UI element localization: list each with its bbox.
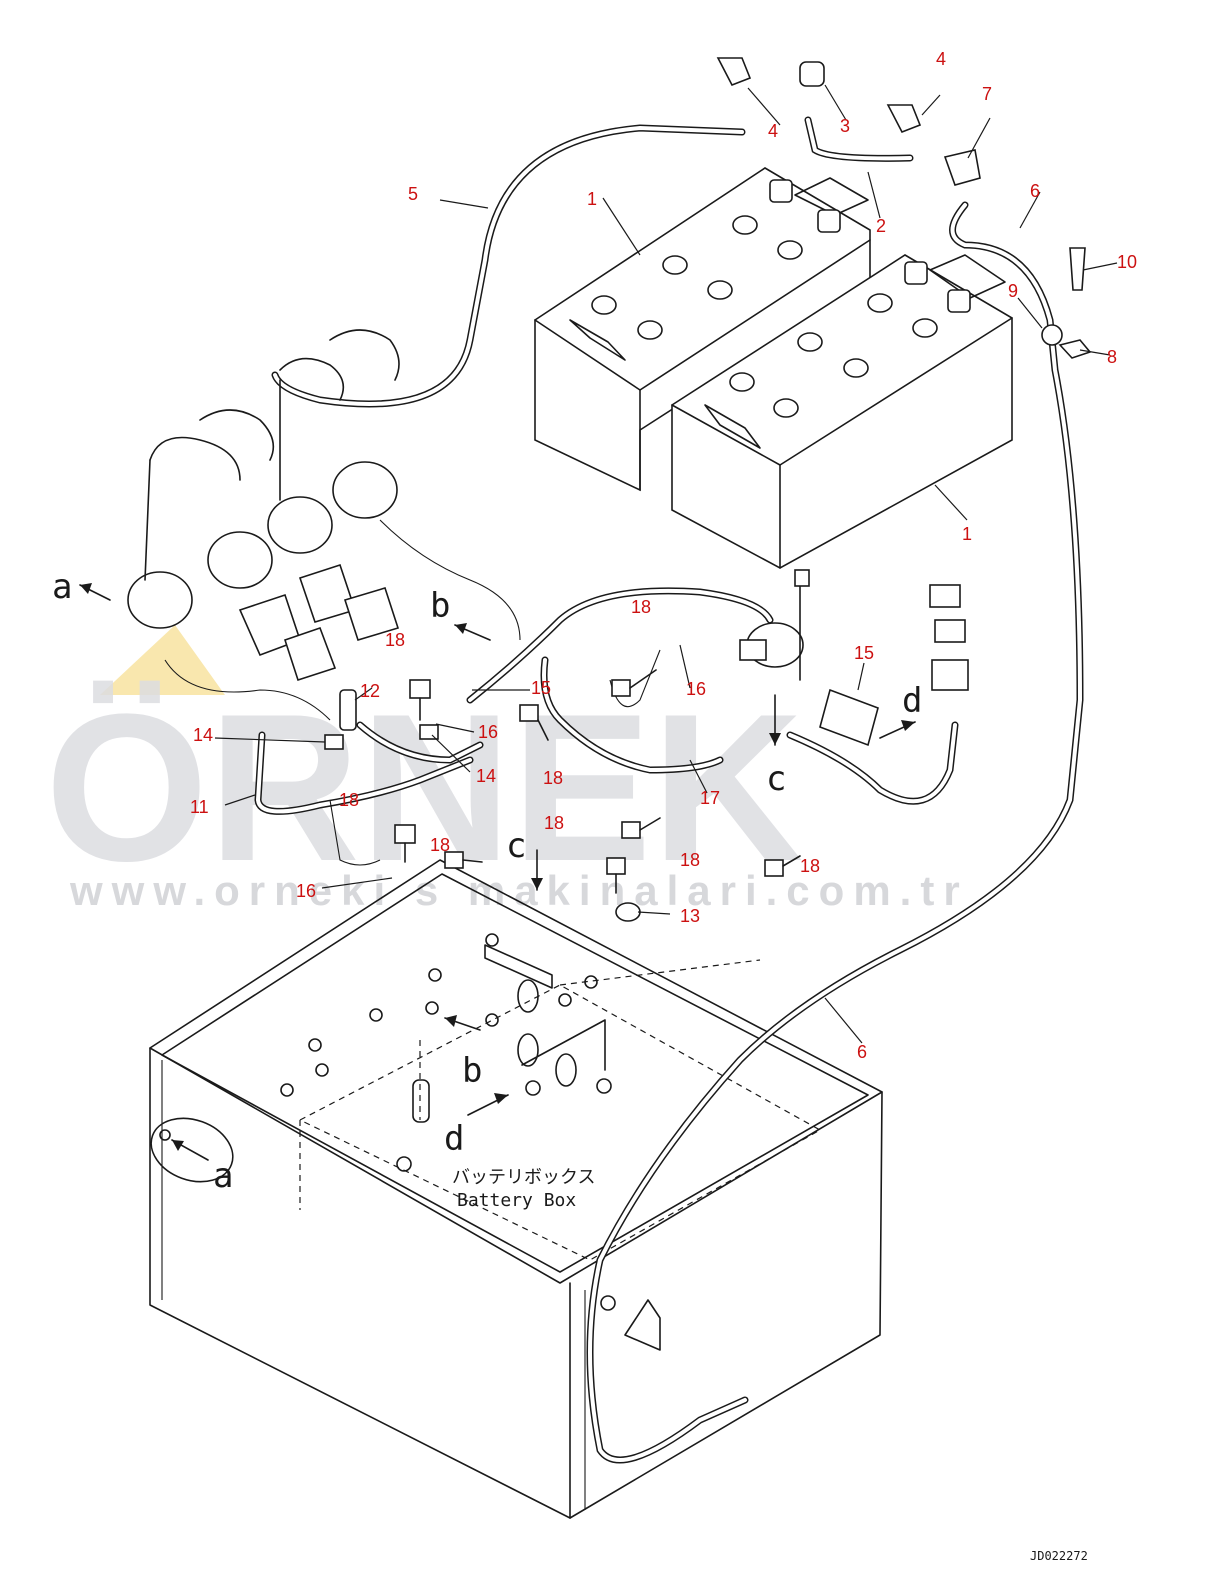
callout-14: 14 — [193, 725, 213, 745]
callout-4: 4 — [768, 121, 778, 141]
watermark: ÖRNEK www.orneki s makinalari.com.tr — [45, 625, 969, 914]
callout-9: 9 — [1008, 281, 1018, 301]
callout-3: 3 — [840, 116, 850, 136]
callout-10: 10 — [1117, 252, 1137, 272]
callout-16-c: 16 — [296, 881, 316, 901]
battery-box — [149, 859, 883, 1519]
callout-16-b: 16 — [686, 679, 706, 699]
battery-terminals — [769, 179, 971, 313]
view-mark-a-2: a — [213, 1156, 233, 1196]
view-mark-d-2: d — [444, 1119, 464, 1159]
callout-15-b: 15 — [854, 643, 874, 663]
view-mark-c: c — [766, 759, 786, 799]
callout-5: 5 — [408, 184, 418, 204]
battery-front — [671, 254, 1013, 569]
callout-17: 17 — [700, 788, 720, 808]
callout-18-f: 18 — [544, 813, 564, 833]
watermark-url: www.orneki s makinalari.com.tr — [69, 867, 969, 914]
view-mark-d: d — [902, 681, 922, 721]
callouts: 1 1 2 3 4 4 5 6 6 7 8 9 10 11 12 13 14 1… — [190, 49, 1137, 1062]
callout-18-e: 18 — [430, 835, 450, 855]
callout-18-b: 18 — [631, 597, 651, 617]
callout-13: 13 — [680, 906, 700, 926]
callout-11: 11 — [190, 797, 209, 817]
callout-18-d: 18 — [339, 790, 359, 810]
small-parts — [324, 57, 1092, 922]
view-mark-b: b — [430, 586, 450, 626]
callout-18-c: 18 — [543, 768, 563, 788]
callout-6: 6 — [1030, 181, 1040, 201]
relays — [127, 329, 400, 682]
drawing-code: JD022272 — [1030, 1549, 1088, 1563]
callout-15: 15 — [531, 678, 551, 698]
callout-4-b: 4 — [936, 49, 946, 69]
callout-7: 7 — [982, 84, 992, 104]
view-mark-c-2: c — [506, 826, 526, 866]
callout-16: 16 — [478, 722, 498, 742]
callout-12: 12 — [360, 681, 380, 701]
view-mark-a: a — [52, 567, 72, 607]
cables — [164, 116, 1084, 1464]
caption-japanese: バッテリボックス — [452, 1167, 595, 1188]
callout-2: 2 — [876, 216, 886, 236]
callout-1-b: 1 — [962, 524, 972, 544]
watermark-brand: ÖRNEK — [45, 670, 803, 905]
callout-18-g: 18 — [680, 850, 700, 870]
caption-english: Battery Box — [457, 1190, 576, 1211]
callout-18-a: 18 — [385, 630, 405, 650]
callout-18-h: 18 — [800, 856, 820, 876]
callout-6-b: 6 — [857, 1042, 867, 1062]
callout-1: 1 — [587, 189, 597, 209]
callout-14-b: 14 — [476, 766, 496, 786]
view-arrows: a b c d c b d a — [52, 567, 922, 1196]
view-mark-b-2: b — [462, 1051, 482, 1091]
callout-8: 8 — [1107, 347, 1117, 367]
fuse-connectors — [929, 584, 969, 691]
battery-relay — [739, 569, 879, 747]
battery-box-caption: バッテリボックス Battery Box — [452, 1167, 595, 1211]
